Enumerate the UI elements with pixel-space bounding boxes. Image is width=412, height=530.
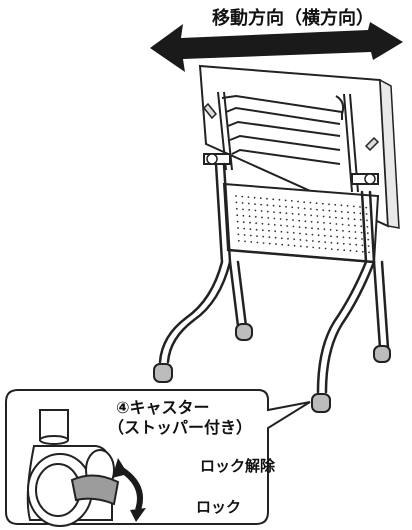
- caster-subtitle: （ストッパー付き）: [108, 418, 253, 437]
- caster-detail: [26, 409, 120, 527]
- lock-arrow: [112, 458, 146, 522]
- direction-arrow: [150, 22, 403, 72]
- hinge-brackets: [202, 102, 380, 185]
- table-frame: [158, 162, 390, 394]
- modesty-panel: [222, 182, 380, 264]
- small-casters: [153, 323, 391, 413]
- table-top: [198, 64, 400, 229]
- direction-label: 移動方向（横方向）: [212, 8, 374, 29]
- unlock-label: ロック解除: [200, 457, 276, 475]
- caster-title: ④キャスター: [116, 398, 210, 417]
- perforation-dots: [235, 195, 370, 254]
- lock-label: ロック: [196, 498, 242, 516]
